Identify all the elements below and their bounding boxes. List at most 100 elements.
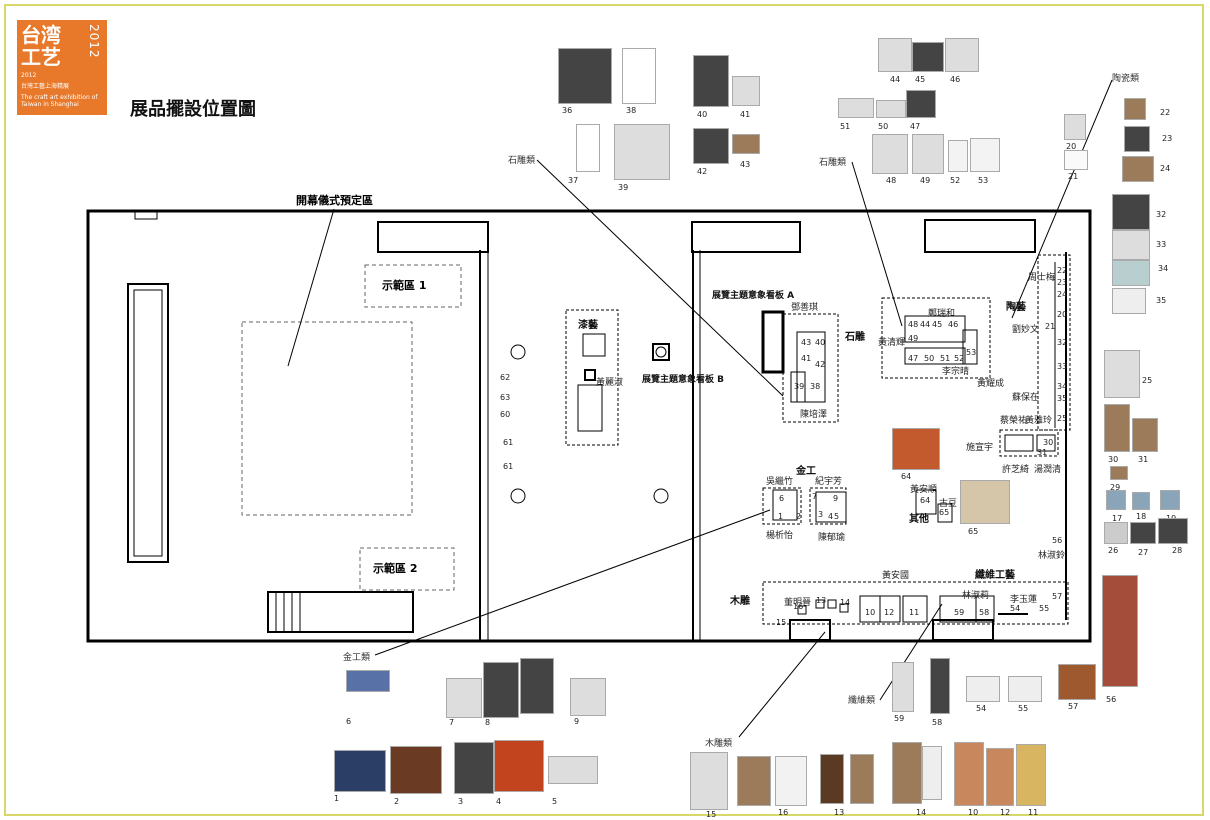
booth-number: 64 <box>920 496 931 505</box>
booth-number: 62 <box>500 373 511 382</box>
exhibit-photo <box>960 480 1010 524</box>
photo-number: 59 <box>894 714 905 723</box>
artist-name: 周士梅 <box>1028 273 1056 283</box>
photo-number: 28 <box>1172 546 1183 555</box>
photo-number: 44 <box>890 75 901 84</box>
booth-number: 51 <box>940 354 951 363</box>
booth-number: 6 <box>779 494 785 503</box>
exhibit-photo <box>1102 575 1138 687</box>
exhibit-photo <box>1160 490 1180 510</box>
exhibit-photo <box>1124 98 1146 120</box>
artist-name: 李玉蓮 <box>1010 595 1038 605</box>
exhibit-photo <box>732 134 760 154</box>
photo-number: 17 <box>1112 514 1123 523</box>
exhibit-photo <box>1158 518 1188 544</box>
photo-number: 46 <box>950 75 961 84</box>
artist-name: 鄧善琪 <box>791 303 819 313</box>
booth-number: 55 <box>1039 604 1050 613</box>
photo-number: 15 <box>706 810 717 819</box>
booth-number: 24 <box>1057 290 1068 299</box>
photo-number: 40 <box>697 110 708 119</box>
exhibit-photo <box>1122 156 1154 182</box>
exhibit-photo <box>986 748 1014 806</box>
exhibit-photo <box>912 134 944 174</box>
stone-label: 石雕 <box>845 332 865 343</box>
photo-number: 49 <box>920 176 931 185</box>
photo-number: 56 <box>1106 695 1117 704</box>
booth-number: 22 <box>1057 266 1068 275</box>
photo-number: 16 <box>778 808 789 817</box>
photo-number: 47 <box>910 122 921 131</box>
exhibit-photo <box>558 48 612 104</box>
photo-number: 45 <box>915 75 926 84</box>
artist-name: 林淑莉 <box>962 591 990 601</box>
photo-number: 30 <box>1108 455 1119 464</box>
photo-number: 57 <box>1068 702 1079 711</box>
photo-number: 64 <box>901 472 912 481</box>
booth-number: 65 <box>939 508 950 517</box>
booth-number: 10 <box>865 608 876 617</box>
booth-number: 2 <box>796 512 802 521</box>
exhibit-photo <box>622 48 656 104</box>
exhibit-photo <box>954 742 984 806</box>
exhibit-photo <box>876 100 906 118</box>
booth-number: 61 <box>503 462 514 471</box>
booth-number: 42 <box>815 360 826 369</box>
exhibit-photo <box>483 662 519 718</box>
exhibit-photo <box>1016 744 1046 806</box>
other-label: 其他 <box>909 514 929 525</box>
photo-number: 7 <box>449 718 455 727</box>
booth-number: 21 <box>1045 322 1056 331</box>
exhibit-photo <box>548 756 598 784</box>
photo-number: 33 <box>1156 240 1167 249</box>
exhibit-photo <box>922 746 942 800</box>
booth-number: 5 <box>834 512 840 521</box>
demo2-label: 示範區 2 <box>373 562 418 575</box>
exhibit-photo <box>1064 114 1086 140</box>
exhibit-photo <box>906 90 936 118</box>
exhibit-photo <box>930 658 950 714</box>
booth-number: 57 <box>1052 592 1063 601</box>
exhibit-photo <box>1104 350 1140 398</box>
stairs <box>267 591 414 633</box>
exhibit-photo <box>1110 466 1128 480</box>
artist-name: 許芝綺 <box>1002 465 1030 475</box>
demo-area-1 <box>364 264 462 308</box>
category-stone-left: 石雕類 <box>508 156 536 166</box>
photo-number: 12 <box>1000 808 1011 817</box>
exhibit-photo <box>520 658 554 714</box>
booth-number: 47 <box>908 354 919 363</box>
exhibit-photo <box>892 742 922 804</box>
booth-number: 58 <box>979 608 990 617</box>
booth-number: 49 <box>908 334 919 343</box>
photo-number: 48 <box>886 176 897 185</box>
booth-number: 63 <box>500 393 511 402</box>
photo-number: 22 <box>1160 108 1171 117</box>
exhibit-photo <box>1058 664 1096 700</box>
category-stone-right: 石雕類 <box>819 158 847 168</box>
artist-name: 黃清輝 <box>878 338 906 348</box>
exhibit-photo <box>1008 676 1042 702</box>
booth-number: 46 <box>948 320 959 329</box>
artist-name: 董明晉 <box>784 598 812 608</box>
photo-number: 29 <box>1110 483 1121 492</box>
photo-number: 24 <box>1160 164 1171 173</box>
booth-number: 53 <box>966 348 977 357</box>
photo-number: 42 <box>697 167 708 176</box>
logo-sub1: 2012 <box>21 72 37 79</box>
booth-number: 35 <box>1057 394 1068 403</box>
exhibit-photo <box>872 134 908 174</box>
booth-number: 15 <box>776 618 787 627</box>
photo-number: 27 <box>1138 548 1149 557</box>
photo-number: 34 <box>1158 264 1169 273</box>
photo-number: 14 <box>916 808 927 817</box>
booth-number: 7 <box>812 492 818 501</box>
booth-number: 23 <box>1057 278 1068 287</box>
logo-sub2: 台灣工藝上海精展 <box>21 83 70 90</box>
photo-number: 31 <box>1138 455 1149 464</box>
artist-name: 古豆 <box>939 499 958 509</box>
booth-number: 48 <box>908 320 919 329</box>
photo-number: 18 <box>1136 512 1147 521</box>
exhibit-photo <box>570 678 606 716</box>
artist-name: 黃麗淑 <box>596 378 624 388</box>
